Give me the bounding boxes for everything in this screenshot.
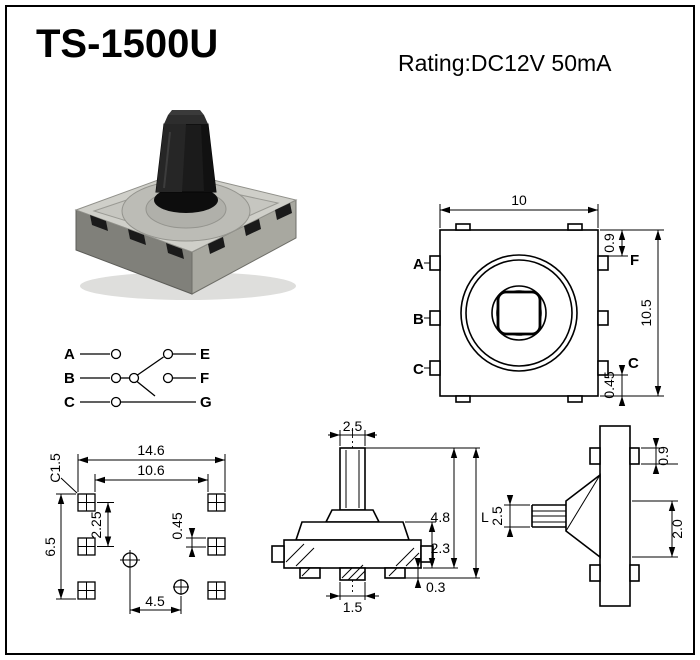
front-view-drawing: 2.5 2.3 4.8 L 1.5 xyxy=(271,418,489,615)
dim-top-width: 10 xyxy=(511,192,527,208)
top-pin-a: A xyxy=(413,256,424,273)
product-photo xyxy=(74,110,298,300)
top-view-body xyxy=(429,223,609,403)
dim-stem-diameter: 2.5 xyxy=(489,506,505,526)
top-label-c: C xyxy=(628,355,639,372)
top-view-dimensions: 10 A B C 0.9 F 10.5 0.45 C xyxy=(413,192,664,406)
dim-body-pitch: 2.0 xyxy=(669,519,685,539)
pcb-footprint-drawing: 14.6 10.6 C1.5 6.5 2.25 xyxy=(42,442,226,614)
page-title: TS-1500U xyxy=(36,22,219,66)
dim-inner-width: 10.6 xyxy=(137,462,164,478)
dim-body-height: 2.3 xyxy=(431,540,451,556)
pin-label-c: C xyxy=(64,394,75,411)
footprint-pads xyxy=(77,493,226,600)
dim-overall-height: L xyxy=(481,509,489,525)
dim-total-width: 14.6 xyxy=(137,442,164,458)
front-view-dimensions: 2.5 2.3 4.8 L 1.5 xyxy=(326,418,489,615)
schematic-contacts xyxy=(110,348,174,408)
side-view-drawing: 2.5 0.9 2.0 xyxy=(489,425,685,607)
dim-f-offset: 0.9 xyxy=(601,233,617,253)
side-view-body xyxy=(531,425,640,607)
dim-stem-width: 2.5 xyxy=(343,418,363,434)
top-pin-c: C xyxy=(413,361,424,378)
dim-top-height: 10.5 xyxy=(638,299,654,326)
dim-row-span: 6.5 xyxy=(42,537,58,557)
rating-text: Rating:DC12V 50mA xyxy=(398,50,612,76)
footprint-dimensions: 14.6 10.6 C1.5 6.5 2.25 xyxy=(42,442,226,614)
dim-tab: 0.9 xyxy=(655,446,671,466)
front-view-body xyxy=(271,428,434,592)
connection-schematic: A B C E F G xyxy=(64,346,212,411)
dim-hole-pitch: 4.5 xyxy=(145,593,165,609)
photo-terminals xyxy=(90,203,292,259)
schematic-wires xyxy=(80,353,196,403)
dim-terminal-width: 1.5 xyxy=(343,599,363,615)
side-view-dimensions: 2.5 0.9 2.0 xyxy=(489,438,685,558)
pin-label-e: E xyxy=(200,346,210,363)
top-label-f: F xyxy=(630,252,639,269)
page-border xyxy=(5,5,695,655)
dim-terminal-thickness: 0.3 xyxy=(426,579,446,595)
pin-label-f: F xyxy=(200,370,209,387)
pin-label-g: G xyxy=(200,394,212,411)
dim-height: 4.8 xyxy=(431,509,451,525)
top-view-drawing: 10 A B C 0.9 F 10.5 0.45 C xyxy=(413,192,664,406)
dim-pad-offset: 0.45 xyxy=(169,512,185,539)
pin-label-b: B xyxy=(64,370,75,387)
footprint-holes xyxy=(120,550,189,595)
dim-pad-size: C1.5 xyxy=(47,453,63,483)
dim-row-pitch: 2.25 xyxy=(88,511,104,538)
pin-label-a: A xyxy=(64,346,75,363)
dim-c-offset: 0.45 xyxy=(601,371,617,398)
top-pin-b: B xyxy=(413,311,424,328)
photo-knob xyxy=(154,110,218,213)
